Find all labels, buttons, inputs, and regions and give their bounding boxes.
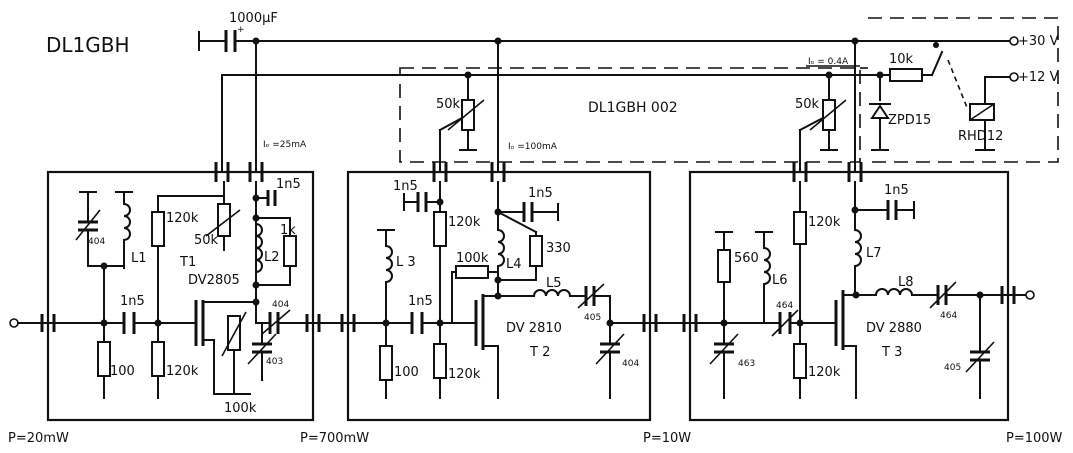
c-1n5-b-label: 1n5 [276,177,301,192]
T2-label: T 2 [529,345,550,360]
trim-404-a-label: 404 [88,237,105,247]
pot-50k-c-label: 50k [795,97,820,112]
L8-label: L8 [898,275,914,290]
svg-text:+: + [237,25,245,35]
stage1-box [46,170,315,422]
regulator-section [869,40,995,151]
stage2-box [346,170,652,422]
power-level-2: P=700mW [300,431,369,446]
r-120k-d-label: 120k [448,367,481,382]
r-100-a-label: 100 [110,364,135,379]
r-100k-b-label: 100k [456,251,489,266]
trim-404-b-label: 404 [272,300,289,310]
signal-path [9,290,1035,328]
bias-pots [438,71,847,171]
plus30v-terminal [1009,36,1019,46]
trim-464-b-label: 464 [940,311,957,321]
power-level-4: P=100W [1006,431,1063,446]
stage2 [377,181,625,399]
current-overall: Iₒ = 0.4A [808,57,849,67]
pot-50k-a-label: 50k [194,233,219,248]
DV2805-label: DV2805 [188,273,240,288]
power-level-1: P=20mW [8,431,69,446]
output-terminal [1025,290,1035,300]
trim-405-b-label: 405 [944,363,961,373]
relay-label: RHD12 [958,129,1003,144]
plus12v-terminal [1009,72,1019,82]
L5-label: L5 [546,276,562,291]
diagram-title: DL1GBH [46,33,130,57]
trim-403-label: 403 [266,357,283,367]
L3-label: L 3 [396,255,416,270]
supply-rails: + [198,25,1019,171]
board-label: DL1GBH 002 [588,100,678,116]
trim-464-a-label: 464 [776,301,793,311]
current-t2: Iₒ =100mA [508,142,558,152]
r-10k-label: 10k [889,52,914,67]
L7-label: L7 [866,246,882,261]
input-terminal [9,318,19,328]
trim-404-c-label: 404 [622,359,639,369]
r-120k-e-label: 120k [808,215,841,230]
T3-label: T 3 [881,345,902,360]
c-1n5-a-label: 1n5 [120,294,145,309]
r-560-label: 560 [734,251,759,266]
r-1k-label: 1k [280,223,296,238]
c-main-label: 1000µF [229,11,278,26]
DV2810-label: DV 2810 [506,321,562,336]
c-1n5-c-label: 1n5 [393,179,418,194]
trim-405-a-label: 405 [584,313,601,323]
stage1 [75,181,297,399]
T1-label: T1 [179,255,196,270]
r-100k-a-label: 100k [224,401,257,416]
zener-label: ZPD15 [888,113,931,128]
c-1n5-e-label: 1n5 [528,186,553,201]
board-outline [399,17,1059,163]
stage3 [709,181,995,399]
L1-label: L1 [131,251,147,266]
DV2880-label: DV 2880 [866,321,922,336]
supply-30v-label: +30 V [1018,34,1059,49]
r-120k-f-label: 120k [808,365,841,380]
supply-12v-label: +12 V [1018,70,1059,85]
r-120k-b-label: 120k [166,364,199,379]
current-t1: Iₒ =25mA [263,140,307,150]
r-120k-c-label: 120k [448,215,481,230]
c-1n5-d-label: 1n5 [408,294,433,309]
r-120k-a-label: 120k [166,211,199,226]
L4-label: L4 [506,257,522,272]
power-level-3: P=10W [643,431,691,446]
L6-label: L6 [772,273,788,288]
trim-463-label: 463 [738,359,755,369]
c-1n5-f-label: 1n5 [884,183,909,198]
L2-label: L2 [264,250,280,265]
pot-50k-b-label: 50k [436,97,461,112]
r-100-b-label: 100 [394,365,419,380]
r-330-label: 330 [546,241,571,256]
